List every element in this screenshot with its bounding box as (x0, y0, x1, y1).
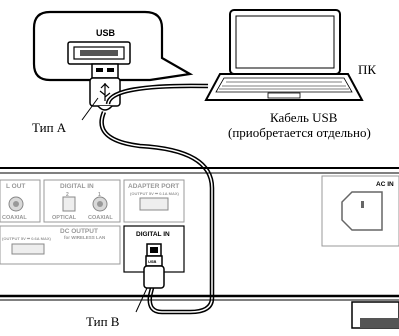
panel-adapter-port: ADAPTER PORT (128, 183, 179, 190)
usb-type-b-plug (143, 255, 165, 289)
usb-cable-upper (105, 83, 209, 105)
panel-coaxial: COAXIAL (88, 215, 113, 221)
panel-ac-in: AC IN (376, 181, 394, 188)
type-a-leader (81, 97, 99, 121)
panel-dc-output: DC OUTPUT (60, 228, 98, 235)
type-a-label: Тип A (32, 120, 67, 135)
type-b-label: Тип B (86, 314, 120, 329)
rear-panel (0, 167, 399, 329)
panel-digital-in-1: 1 (98, 192, 101, 198)
panel-digital-in: DIGITAL IN (60, 183, 94, 190)
type-b-leader (135, 287, 148, 313)
panel-usb-small: USB (148, 259, 157, 264)
panel-adapter-spec: (OUTPUT 5V ⎓ 0.1A MAX) (130, 191, 179, 196)
panel-l-out: L OUT (6, 183, 25, 190)
panel-coaxial-left: COAXIAL (2, 215, 27, 221)
panel-optical: OPTICAL (52, 215, 77, 221)
panel-digital-in-2: 2 (66, 192, 69, 198)
cable-label-line2: (приобретается отдельно) (228, 125, 371, 140)
usb-callout-label: USB (96, 28, 116, 38)
pc-label: ПК (358, 62, 377, 77)
usb-type-a-plug (89, 63, 121, 111)
laptop-icon (204, 9, 364, 101)
usb-callout: USB (32, 10, 194, 82)
panel-digital-in-usb: DIGITAL IN (136, 231, 170, 238)
panel-dc-output-spec: (OUTPUT 5V ⎓ 0.6A MAX) (2, 236, 51, 241)
cable-label-line1: Кабель USB (270, 110, 338, 125)
panel-dc-output-sub: for WIRELESS LAN (64, 235, 105, 240)
